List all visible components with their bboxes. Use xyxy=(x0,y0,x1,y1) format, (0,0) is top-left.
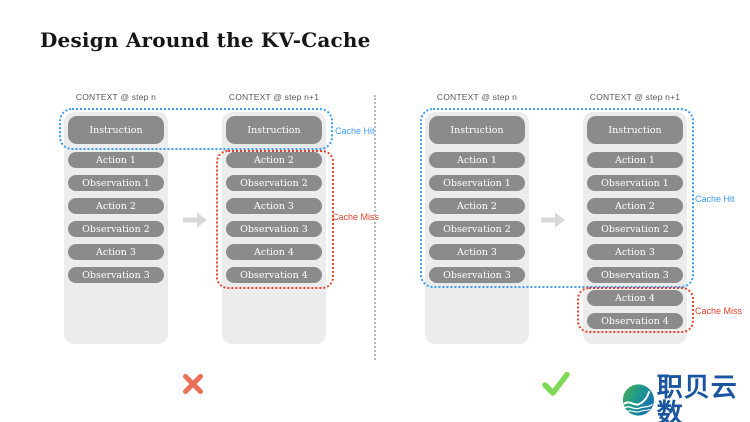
context-box: Observation 3 xyxy=(68,267,164,283)
context-label: CONTEXT @ step n xyxy=(436,92,518,102)
context-column: Instruction Action 1 Observation 1 Actio… xyxy=(64,112,168,344)
context-box: Observation 2 xyxy=(587,221,683,237)
context-box: Observation 3 xyxy=(226,221,322,237)
context-box: Instruction xyxy=(429,116,525,144)
arrow-right-icon xyxy=(183,212,207,228)
context-box: Instruction xyxy=(226,116,322,144)
context-box: Instruction xyxy=(68,116,164,144)
context-box: Observation 1 xyxy=(429,175,525,191)
arrow-right-icon xyxy=(541,212,565,228)
context-box: Observation 3 xyxy=(587,267,683,283)
logo-icon xyxy=(622,384,654,416)
context-box: Action 3 xyxy=(226,198,322,214)
context-box: Observation 4 xyxy=(587,313,683,329)
check-icon xyxy=(542,371,570,396)
context-box: Action 1 xyxy=(587,152,683,168)
context-column: Instruction Action 1 Observation 1 Actio… xyxy=(583,112,687,344)
cache-hit-label: Cache Hit xyxy=(695,194,735,204)
page-title: Design Around the KV-Cache xyxy=(40,28,371,52)
context-box: Observation 3 xyxy=(429,267,525,283)
context-box: Observation 2 xyxy=(68,221,164,237)
context-box: Instruction xyxy=(587,116,683,144)
cross-icon xyxy=(183,374,203,394)
context-box: Observation 2 xyxy=(226,175,322,191)
context-box: Observation 2 xyxy=(429,221,525,237)
context-box: Action 2 xyxy=(226,152,322,168)
context-box: Action 4 xyxy=(587,290,683,306)
context-box: Action 2 xyxy=(429,198,525,214)
context-box: Action 2 xyxy=(68,198,164,214)
context-label: CONTEXT @ step n+1 xyxy=(228,92,320,102)
context-box: Observation 1 xyxy=(587,175,683,191)
context-box: Action 3 xyxy=(429,244,525,260)
cache-miss-label: Cache Miss xyxy=(332,212,380,222)
context-box: Observation 4 xyxy=(226,267,322,283)
context-box: Observation 1 xyxy=(68,175,164,191)
context-box: Action 1 xyxy=(429,152,525,168)
logo-text: 职贝云数 xyxy=(656,372,738,422)
divider xyxy=(374,95,376,360)
context-box: Action 1 xyxy=(68,152,164,168)
context-box: Action 2 xyxy=(587,198,683,214)
context-box: Action 3 xyxy=(68,244,164,260)
logo: 职贝云数 xyxy=(622,374,750,422)
context-column: Instruction Action 1 Observation 1 Actio… xyxy=(425,112,529,344)
cache-miss-label: Cache Miss xyxy=(695,306,743,316)
context-label: CONTEXT @ step n+1 xyxy=(589,92,681,102)
context-column: Instruction Action 2 Observation 2 Actio… xyxy=(222,112,326,344)
context-label: CONTEXT @ step n xyxy=(75,92,157,102)
context-box: Action 3 xyxy=(587,244,683,260)
context-box: Action 4 xyxy=(226,244,322,260)
cache-hit-label: Cache Hit xyxy=(335,126,375,136)
